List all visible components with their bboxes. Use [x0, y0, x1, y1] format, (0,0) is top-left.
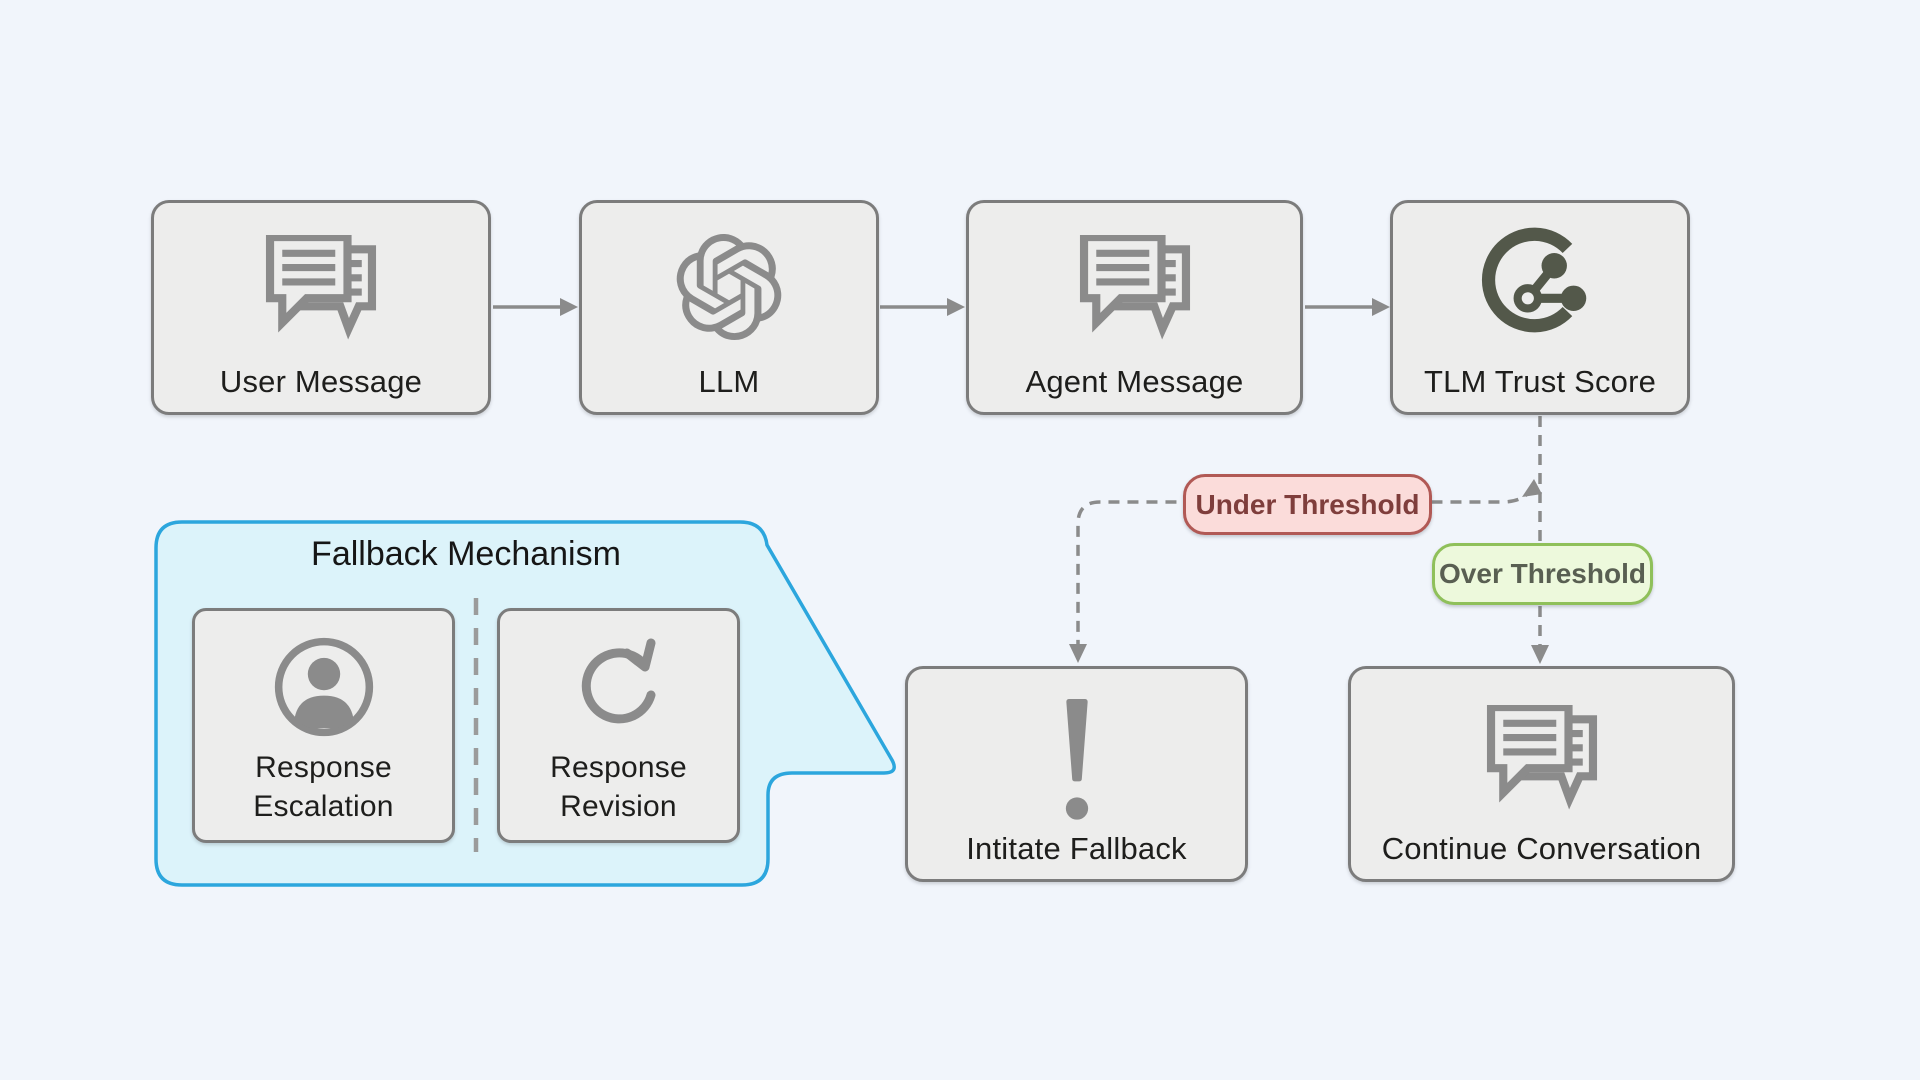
node-response-revision: Response Revision [497, 608, 740, 843]
refresh-icon [581, 638, 655, 724]
chat-messages-icon [1079, 235, 1190, 340]
edge-over-threshold [1531, 416, 1549, 664]
node-user-message: User Message [151, 200, 491, 415]
node-label: Response Revision [550, 751, 687, 823]
trust-score-network-icon [1482, 227, 1587, 333]
node-label: Response Escalation [253, 751, 394, 823]
node-label: TLM Trust Score [1423, 364, 1657, 399]
chat-messages-icon [1486, 705, 1597, 810]
edge-under-threshold [1069, 479, 1542, 663]
node-label: LLM [698, 364, 760, 399]
node-label: Continue Conversation [1381, 831, 1702, 866]
under-threshold-badge: Under Threshold [1183, 474, 1432, 535]
node-agent-message: Agent Message [966, 200, 1303, 415]
node-label: User Message [219, 364, 423, 399]
node-response-escalation: Response Escalation [192, 608, 455, 843]
node-label: Agent Message [1025, 364, 1244, 399]
exclamation-icon [1065, 699, 1088, 820]
solid-arrows [493, 298, 1390, 316]
node-initiate-fallback: Intitate Fallback [905, 666, 1248, 882]
node-label: Intitate Fallback [966, 831, 1187, 866]
over-threshold-badge: Over Threshold [1432, 543, 1653, 605]
fallback-group-title: Fallback Mechanism [311, 535, 621, 573]
openai-logo-icon [676, 234, 782, 340]
node-continue-conversation: Continue Conversation [1348, 666, 1735, 882]
person-icon [274, 637, 373, 737]
node-llm: LLM [579, 200, 879, 415]
node-tlm-trust-score: TLM Trust Score [1390, 200, 1690, 415]
chat-messages-icon [265, 235, 377, 340]
